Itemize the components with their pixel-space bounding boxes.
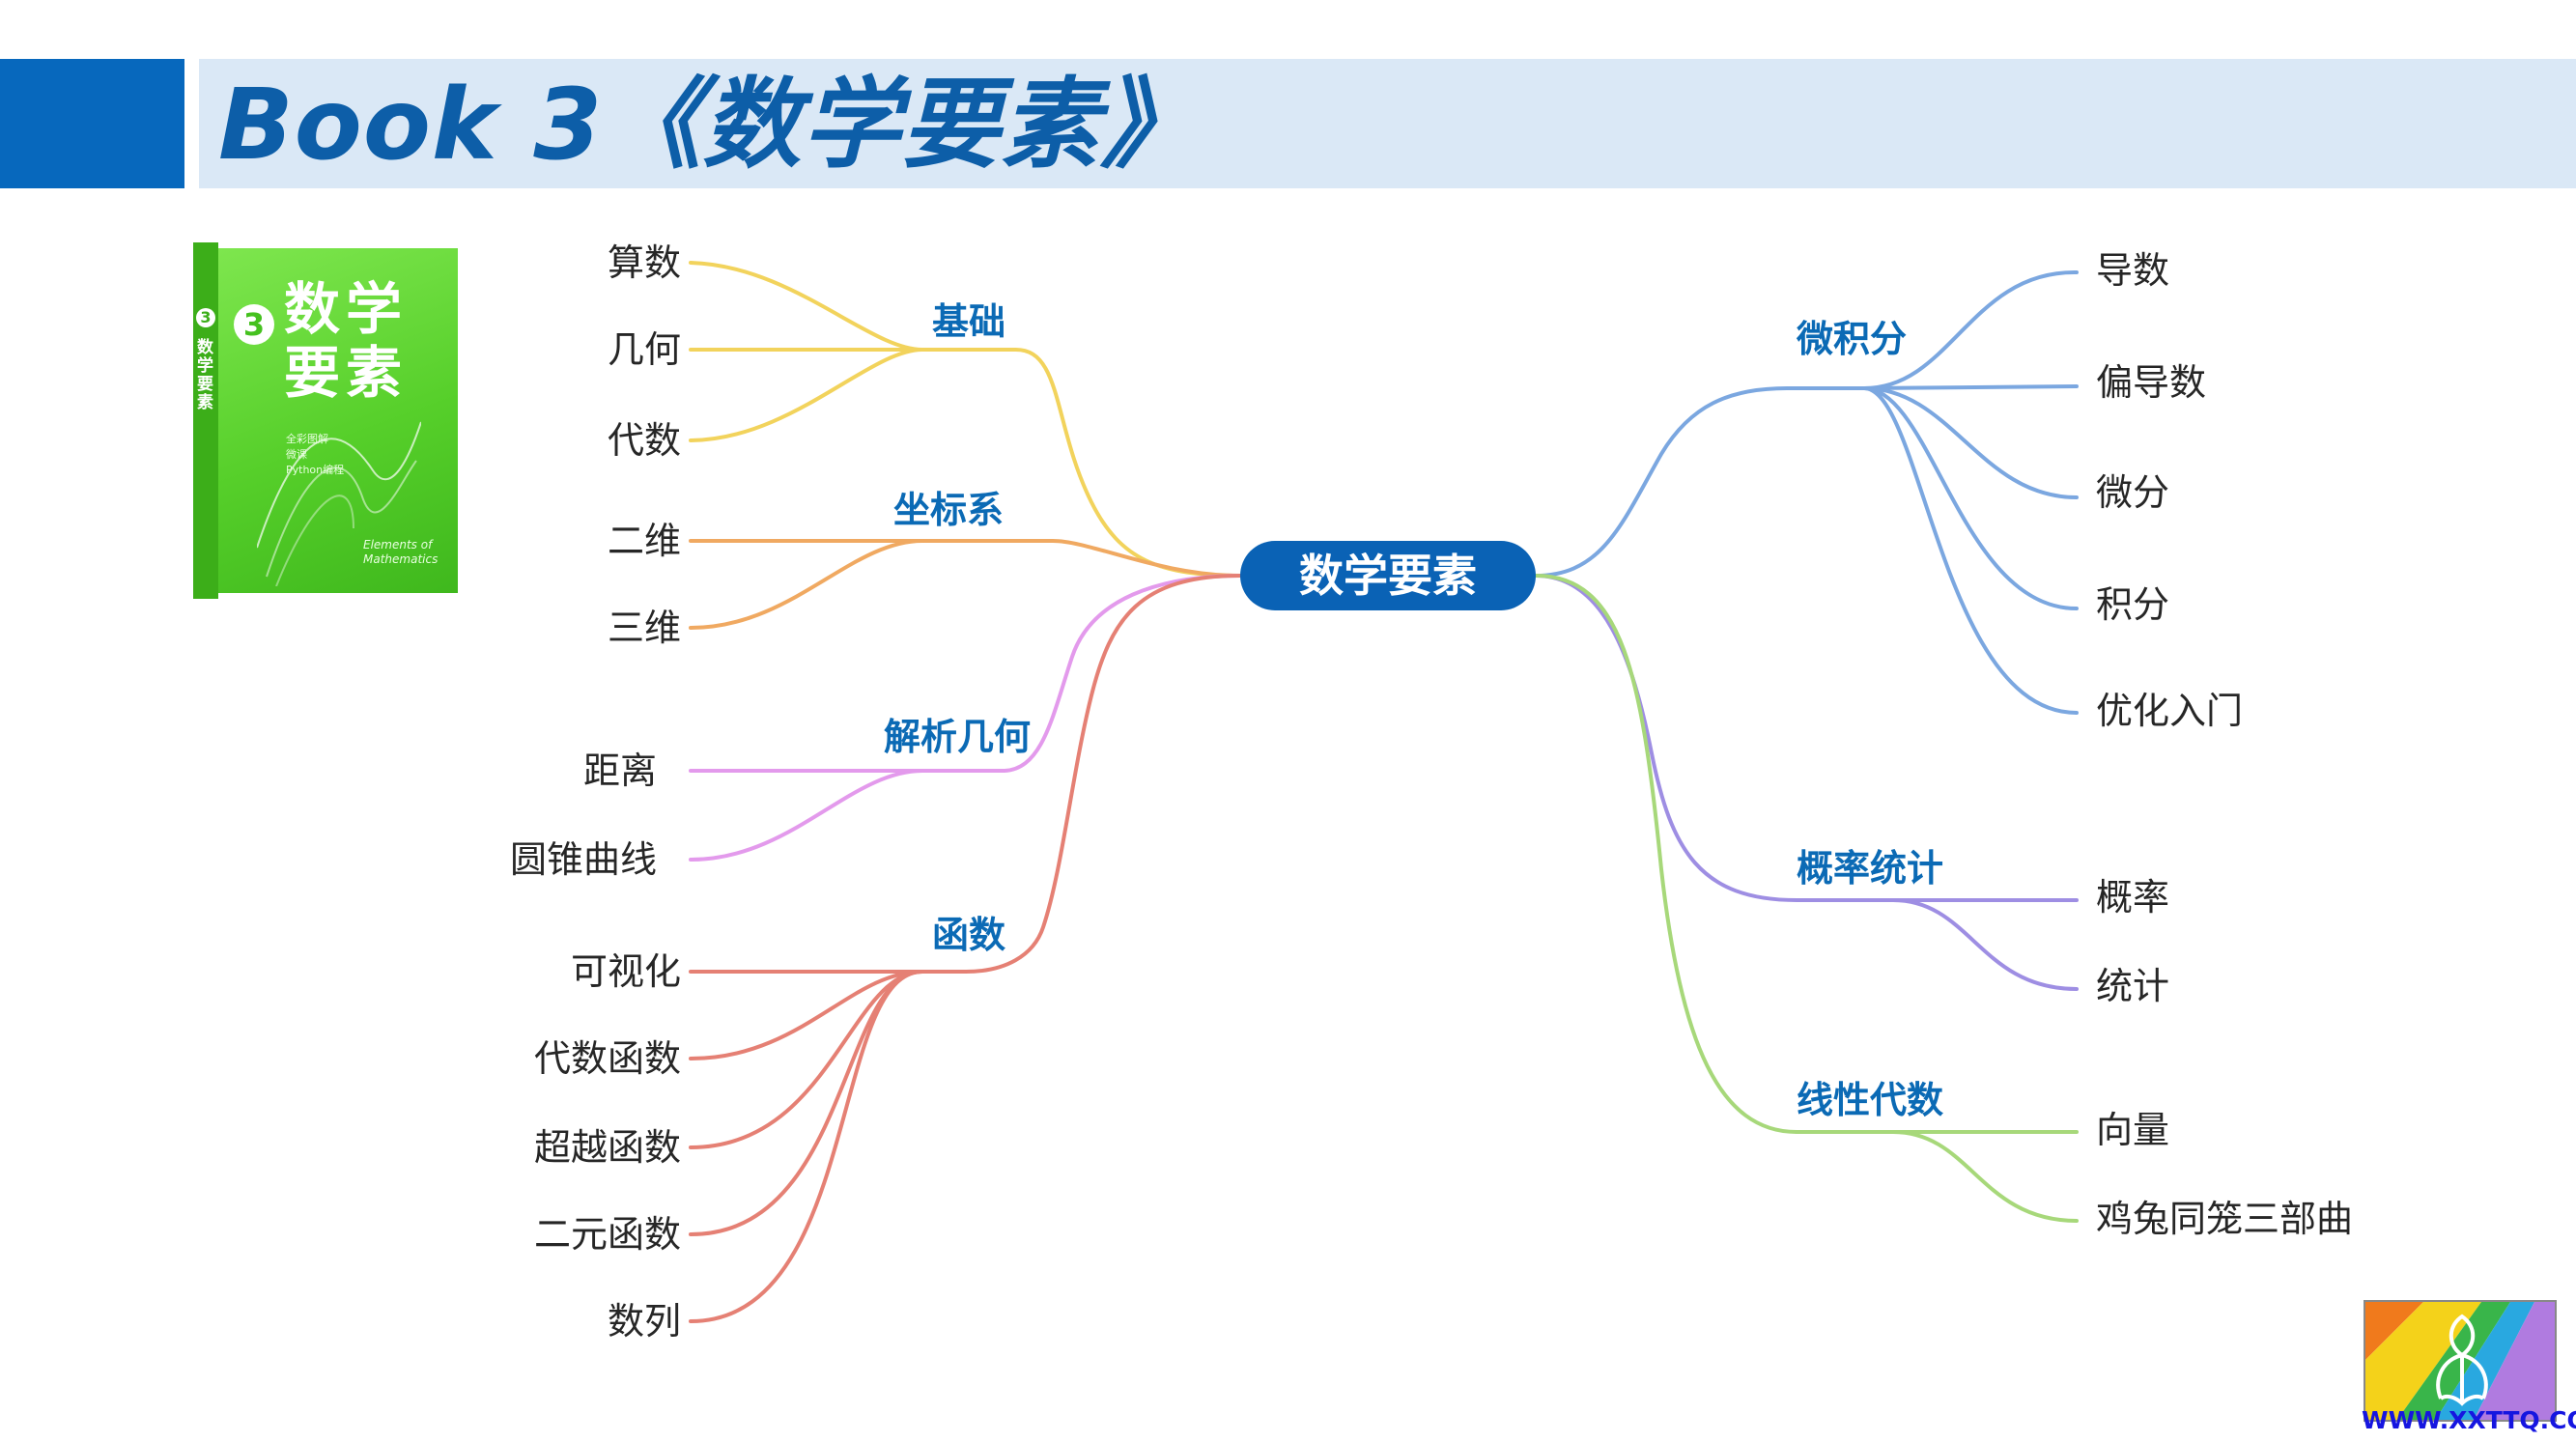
- book-feature: Python编程: [286, 464, 345, 476]
- leaf-label: 超越函数: [533, 1126, 681, 1169]
- branch-label-basics: 基础: [932, 300, 1006, 343]
- book-english-title: Elements of Mathematics: [363, 538, 439, 566]
- book-feature: 微课: [286, 448, 307, 461]
- leaf-label: 优化入门: [2096, 690, 2244, 732]
- book-feature-list: 全彩图解 微课 Python编程: [286, 432, 392, 478]
- leaf-label: 偏导数: [2096, 361, 2207, 404]
- branch-label-analytic-geometry: 解析几何: [884, 716, 1032, 758]
- book-feature: 全彩图解: [286, 433, 328, 445]
- book-cover: 3 数学要素 3 数学要素 全彩图解 微课 Python编程 Elements …: [193, 242, 458, 599]
- leaf-label: 微分: [2096, 471, 2170, 514]
- leaf-label: 可视化: [570, 950, 681, 993]
- branch-connector-functions: [689, 574, 1242, 1323]
- book-front: 3 数学要素 全彩图解 微课 Python编程 Elements of Math…: [218, 248, 458, 593]
- branch-connector-coordinates: [689, 539, 1242, 630]
- leaf-label: 距离: [582, 749, 657, 792]
- logo-url-text: WWW.XXTTQ.COM: [2362, 1406, 2576, 1434]
- branch-label-probability: 概率统计: [1797, 847, 1944, 890]
- book-cover-title: 数学要素: [284, 276, 409, 406]
- leaf-label: 三维: [607, 607, 681, 649]
- mindmap-center-label: 数学要素: [1299, 550, 1477, 602]
- leaf-label: 积分: [2096, 583, 2170, 626]
- leaf-label: 二元函数: [533, 1213, 681, 1256]
- leaf-label: 向量: [2096, 1109, 2170, 1151]
- leaf-label: 算数: [607, 241, 681, 284]
- leaf-label: 代数: [607, 419, 681, 462]
- branch-label-calculus: 微积分: [1797, 318, 1908, 360]
- book-number-badge: 3: [234, 304, 274, 345]
- book-spine-title: 数学要素: [197, 338, 213, 412]
- logo-graphic: [2364, 1300, 2557, 1422]
- branch-connector-linear-algebra: [1534, 574, 2079, 1223]
- leaf-label: 统计: [2096, 965, 2170, 1007]
- leaf-label: 几何: [607, 328, 681, 371]
- leaf-label: 数列: [607, 1300, 681, 1343]
- site-logo: WWW.XXTTQ.COM: [2362, 1300, 2576, 1434]
- branch-connector-analytic-geometry: [689, 574, 1242, 862]
- mindmap-center-node: [1240, 541, 1536, 610]
- leaf-label: 概率: [2096, 876, 2170, 919]
- leaf-label: 鸡兔同笼三部曲: [2096, 1198, 2354, 1240]
- book-spine: 3 数学要素: [193, 242, 218, 599]
- branch-label-functions: 函数: [932, 914, 1006, 956]
- header-band: [199, 59, 2576, 188]
- branch-connector-calculus: [1534, 269, 2079, 715]
- leaf-label: 圆锥曲线: [509, 838, 657, 881]
- branch-connector-probability: [1534, 574, 2079, 991]
- leaf-label: 代数函数: [533, 1037, 681, 1080]
- book-art-graphic: [257, 421, 421, 586]
- leaf-label: 二维: [607, 520, 681, 562]
- leaf-label: 导数: [2096, 249, 2170, 292]
- book-spine-number: 3: [196, 308, 215, 327]
- page-title: Book 3《数学要素》: [218, 68, 1201, 183]
- branch-label-coordinates: 坐标系: [893, 489, 1005, 531]
- branch-label-linear-algebra: 线性代数: [1797, 1079, 1944, 1121]
- header-accent-block: [0, 59, 184, 188]
